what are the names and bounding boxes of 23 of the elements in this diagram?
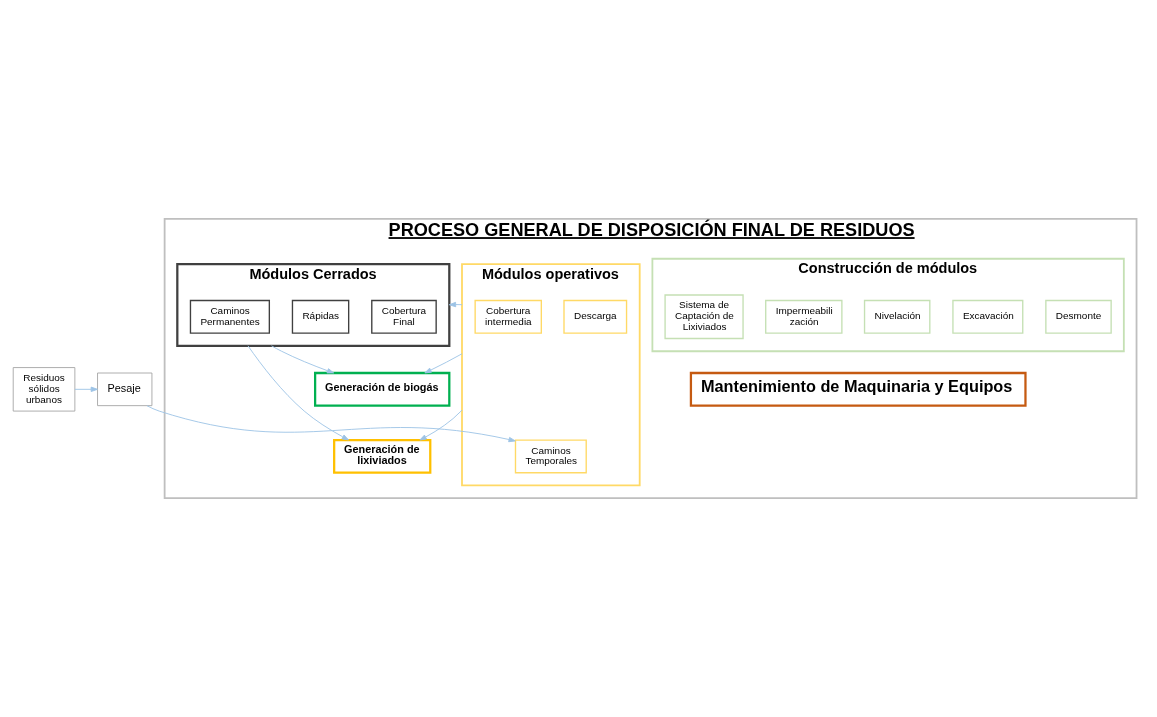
arrow: [271, 345, 335, 374]
node-box: Caminos Temporales: [514, 439, 587, 474]
arrow: [146, 405, 516, 443]
node-box: Rápidas: [291, 299, 350, 334]
node-box: Generación de lixiviados: [333, 438, 432, 474]
node-box: Desmonte: [1045, 299, 1112, 334]
node-box: Descarga: [563, 299, 628, 334]
arrow: [419, 409, 463, 441]
node-box: Cobertura Final: [371, 299, 437, 334]
arrow: [247, 345, 349, 441]
node-box: Sistema de Captación de Lixiviados: [664, 294, 744, 340]
node-box: Impermeabili zación: [765, 299, 843, 334]
node-box: Cobertura intermedia: [474, 299, 542, 334]
node-box: Generación de biogás: [314, 371, 451, 407]
node-box: Nivelación: [863, 299, 931, 334]
node-box: Caminos Permanentes: [189, 299, 270, 334]
arrow: [448, 301, 463, 308]
arrow: [74, 386, 98, 392]
node-box: Excavación: [952, 299, 1024, 334]
node-box: Pesaje: [97, 372, 153, 407]
arrow: [424, 353, 463, 374]
node-box: Mantenimiento de Maquinaria y Equipos: [689, 371, 1027, 407]
node-box: Residuos sólidos urbanos: [12, 367, 76, 412]
